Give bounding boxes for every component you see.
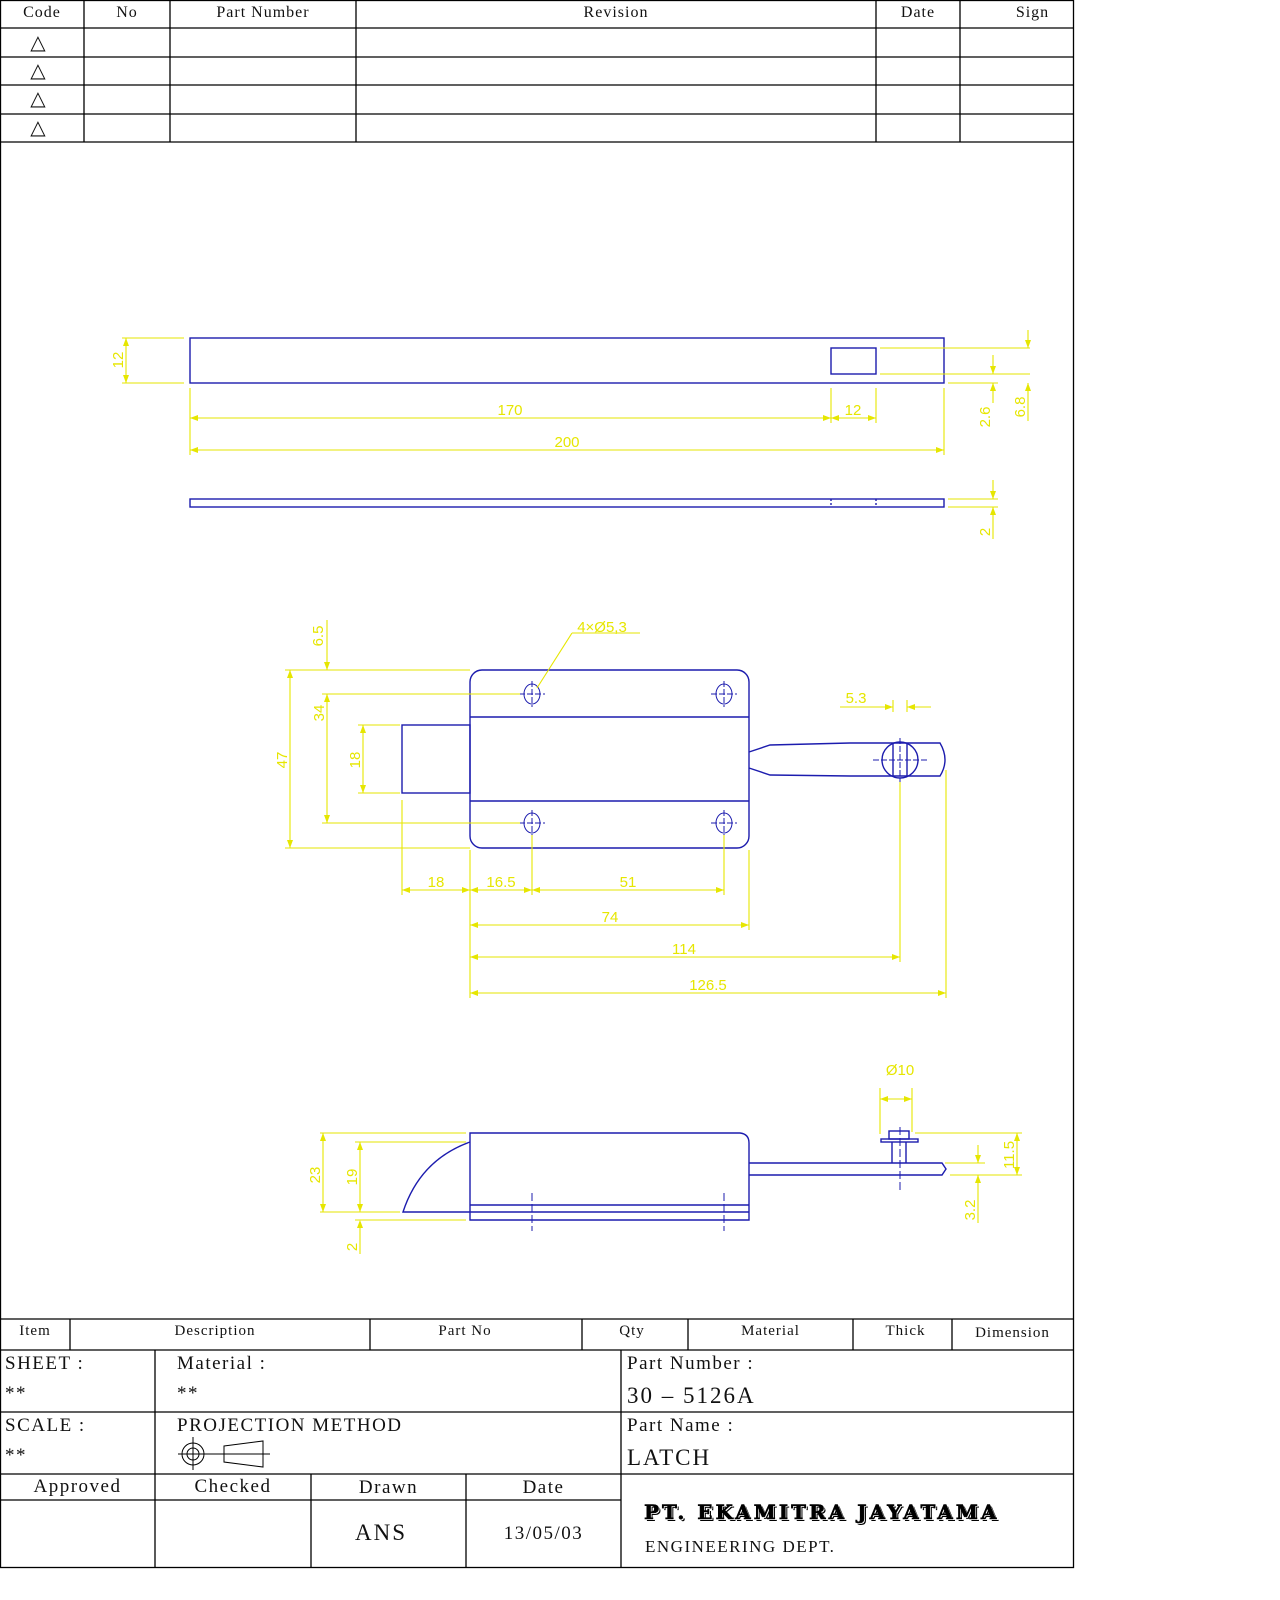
holes-note: 4×Ø5,3 bbox=[577, 619, 627, 636]
dim-pin-pos-114: 114 bbox=[672, 941, 696, 958]
parts-header-material: Material bbox=[741, 1323, 800, 1339]
dimension-lines bbox=[122, 330, 1030, 1254]
dim-knob-height-11-5: 11.5 bbox=[1001, 1141, 1018, 1169]
rev-header-no: No bbox=[116, 4, 138, 21]
projection-method-icon bbox=[178, 1437, 270, 1470]
scale-value: ** bbox=[5, 1445, 27, 1466]
drawn-value: ANS bbox=[354, 1520, 407, 1545]
rev-header-code: Code bbox=[23, 4, 61, 21]
dim-height-23: 23 bbox=[307, 1167, 324, 1184]
sheet-label: SHEET : bbox=[5, 1353, 85, 1374]
dim-knob-dia-10: Ø10 bbox=[886, 1062, 914, 1079]
dim-pin-dia-5-3: 5.3 bbox=[846, 690, 867, 707]
dim-top-offset-6-5: 6.5 bbox=[310, 626, 327, 647]
parts-header-description: Description bbox=[174, 1323, 256, 1339]
parts-header-item: Item bbox=[19, 1323, 51, 1339]
dim-bolt-thick-3-2: 3.2 bbox=[962, 1200, 979, 1221]
approved-label: Approved bbox=[33, 1476, 122, 1497]
dim-plate-height-47: 47 bbox=[274, 752, 291, 769]
dim-slot-pos-170: 170 bbox=[497, 402, 522, 419]
part-number-value: 30 – 5126A bbox=[627, 1383, 756, 1408]
dim-hole-spacing-34: 34 bbox=[311, 705, 328, 722]
frame-lines bbox=[0, 0, 1075, 1569]
dim-thickness-2: 2 bbox=[977, 528, 994, 536]
scale-label: SCALE : bbox=[5, 1415, 86, 1436]
part-number-label: Part Number : bbox=[627, 1353, 755, 1374]
part-outlines bbox=[189, 337, 947, 1231]
date-label: Date bbox=[522, 1477, 565, 1498]
dim-hole-offset-16-5: 16.5 bbox=[486, 874, 515, 891]
parts-header-qty: Qty bbox=[619, 1323, 645, 1339]
dim-length-200: 200 bbox=[554, 434, 579, 451]
rev-header-sign: Sign bbox=[1015, 4, 1050, 21]
dim-plate-width-74: 74 bbox=[602, 909, 619, 926]
triangle-icon: △ bbox=[30, 88, 46, 110]
dim-total-length-126-5: 126.5 bbox=[689, 977, 727, 994]
dim-hole-spacing-51: 51 bbox=[620, 874, 637, 891]
material-label: Material : bbox=[177, 1353, 267, 1374]
rev-header-revision: Revision bbox=[583, 4, 649, 21]
dim-bolt-height-18: 18 bbox=[347, 752, 364, 769]
dim-slot-height-6-8: 6.8 bbox=[1012, 397, 1029, 418]
checked-label: Checked bbox=[194, 1476, 272, 1497]
part-name-label: Part Name : bbox=[627, 1415, 735, 1436]
rev-header-date: Date bbox=[900, 4, 936, 21]
dim-slot-offset-2-6: 2.6 bbox=[977, 407, 994, 428]
dim-bolt-ext-18: 18 bbox=[428, 874, 445, 891]
dim-slot-width-12: 12 bbox=[845, 402, 862, 419]
parts-header-thick: Thick bbox=[885, 1323, 926, 1339]
part-name-value: LATCH bbox=[627, 1445, 712, 1470]
dim-inner-height-19: 19 bbox=[344, 1169, 361, 1186]
material-value: ** bbox=[177, 1383, 199, 1404]
triangle-icon: △ bbox=[30, 60, 46, 82]
projection-method-label: PROJECTION METHOD bbox=[177, 1415, 403, 1436]
rev-header-part-number: Part Number bbox=[216, 4, 310, 21]
parts-header-dimension: Dimension bbox=[975, 1325, 1050, 1341]
dim-base-2: 2 bbox=[344, 1243, 361, 1251]
dim-height-12: 12 bbox=[110, 352, 127, 369]
triangle-icon: △ bbox=[30, 32, 46, 54]
dimension-arrows bbox=[123, 338, 1031, 1228]
date-value: 13/05/03 bbox=[503, 1523, 584, 1544]
drawn-label: Drawn bbox=[358, 1477, 419, 1498]
sheet-value: ** bbox=[5, 1383, 27, 1404]
parts-header-part-no: Part No bbox=[438, 1323, 492, 1339]
company-name: PT. EKAMITRA JAYATAMA bbox=[644, 1500, 1000, 1525]
triangle-icon: △ bbox=[30, 117, 46, 139]
department-name: ENGINEERING DEPT. bbox=[645, 1537, 836, 1556]
